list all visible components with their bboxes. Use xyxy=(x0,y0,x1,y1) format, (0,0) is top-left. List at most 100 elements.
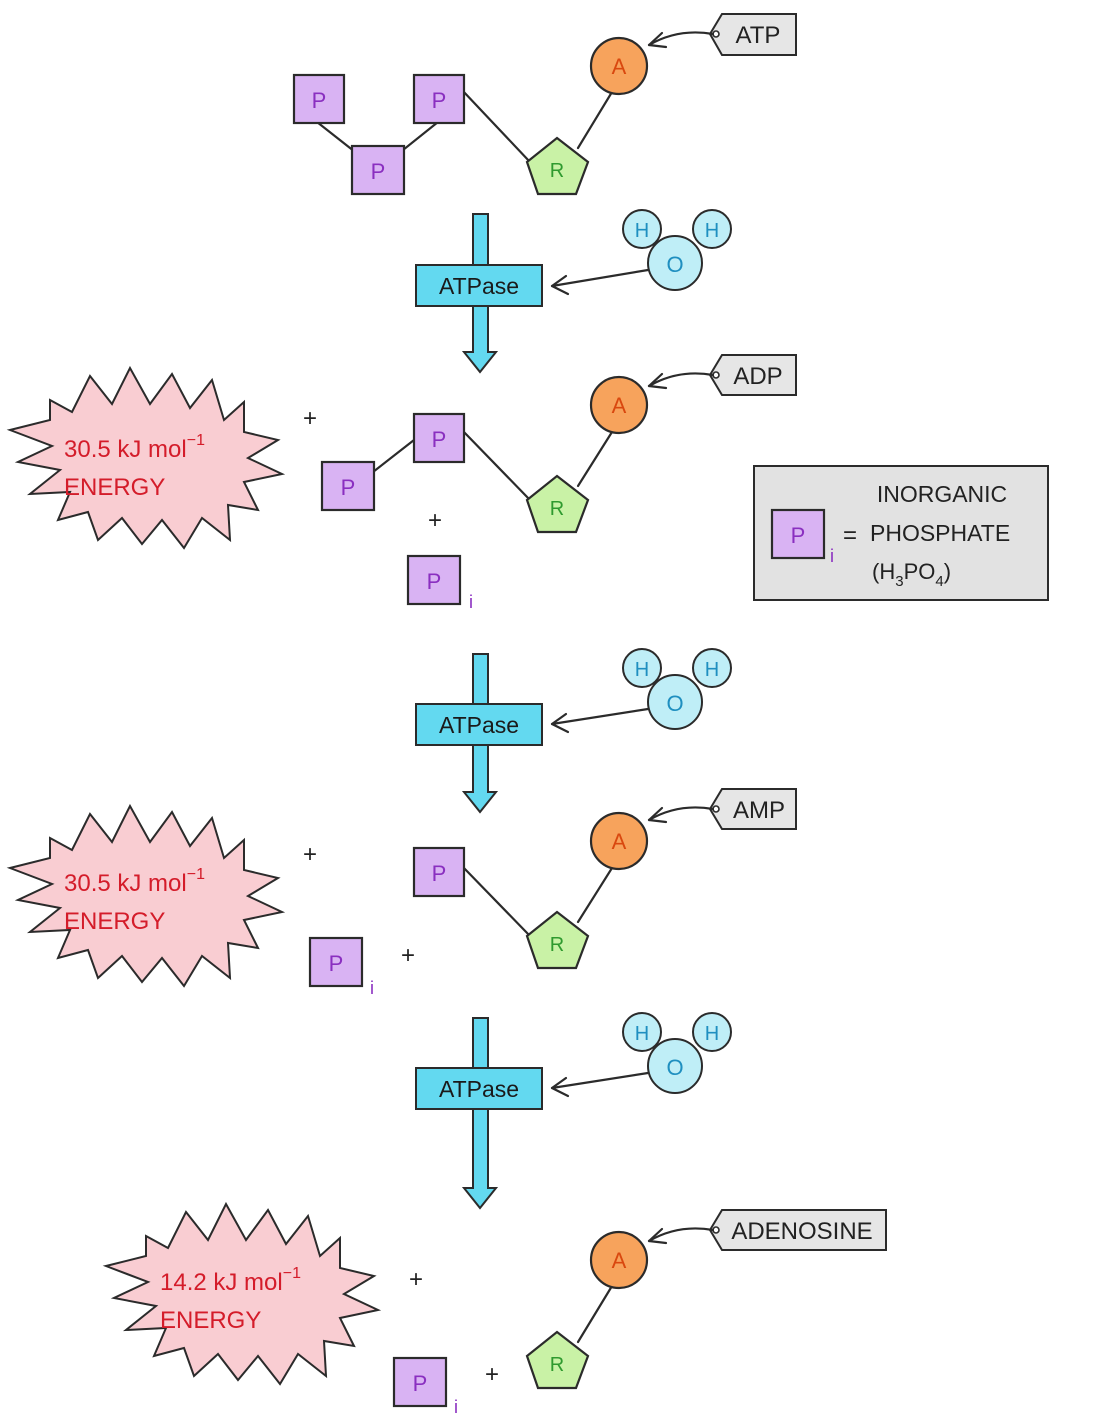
adenosine-label: ADENOSINE xyxy=(731,1218,872,1245)
atpase-enzyme: ATPase xyxy=(415,703,543,746)
adenine-label: A xyxy=(612,54,627,79)
adp-label: ADP xyxy=(733,363,782,390)
arrowhead xyxy=(647,372,668,390)
plus-sign: + xyxy=(428,507,442,534)
hydrogen-label: H xyxy=(705,659,719,681)
amp-label: AMP xyxy=(733,797,785,824)
adenine-base: A xyxy=(589,375,649,435)
adenine-base: A xyxy=(589,811,649,871)
equals-sign: = xyxy=(843,522,857,549)
ribose-label: R xyxy=(550,498,564,520)
bond-line xyxy=(576,430,614,488)
inorganic-phosphate: P i xyxy=(308,936,374,998)
phosphate-label: P xyxy=(432,88,447,113)
ribose-sugar: R xyxy=(525,136,590,196)
energy-value: 30.5 kJ mol−1 xyxy=(64,432,205,463)
pointer-arrow xyxy=(647,31,715,47)
reaction-arrow xyxy=(461,1017,499,1210)
ribose-sugar: R xyxy=(525,910,590,970)
energy-burst-2: 30.5 kJ mol−1 ENERGY xyxy=(6,803,286,988)
key-formula: (H3PO4) xyxy=(872,559,951,590)
phosphate-label: P xyxy=(341,475,356,500)
bond-line xyxy=(460,864,532,938)
phosphate-label: P xyxy=(427,569,442,594)
phosphate-group: P xyxy=(350,144,406,196)
energy-value: 30.5 kJ mol−1 xyxy=(64,866,205,897)
bond-line xyxy=(576,866,614,924)
hydrolysis-step-2: ATPase H H O xyxy=(415,648,732,814)
hydrolysis-step-3: ATPase H H O xyxy=(415,1012,732,1210)
bond-line xyxy=(460,88,532,164)
atpase-enzyme: ATPase xyxy=(415,264,543,307)
plus-sign: + xyxy=(303,841,317,868)
energy-burst-1: 30.5 kJ mol−1 ENERGY xyxy=(6,365,286,550)
adp-molecule: P P R A ADP xyxy=(320,354,797,534)
atp-tag: ATP xyxy=(708,13,797,56)
phosphate-group: P xyxy=(320,460,376,512)
adenine-label: A xyxy=(612,829,627,854)
adenine-label: A xyxy=(612,1248,627,1273)
bond-line xyxy=(371,438,416,474)
adenosine-tag: ADENOSINE xyxy=(708,1209,887,1251)
ribose-sugar: R xyxy=(525,1330,590,1390)
inorganic-subscript: i xyxy=(454,1397,458,1417)
plus-sign: + xyxy=(485,1361,499,1388)
ribose-label: R xyxy=(550,1354,564,1376)
inorganic-phosphate: P i xyxy=(392,1356,458,1417)
oxygen-label: O xyxy=(666,1055,683,1080)
pointer-arrow xyxy=(647,1227,715,1243)
atpase-enzyme: ATPase xyxy=(415,1067,543,1110)
energy-label: ENERGY xyxy=(160,1307,261,1334)
pointer-arrow xyxy=(647,372,715,388)
amp-tag: AMP xyxy=(708,788,797,830)
bond-line xyxy=(460,428,532,502)
arrowhead xyxy=(647,31,668,49)
adenine-base: A xyxy=(589,36,649,96)
hydrogen-label: H xyxy=(635,659,649,681)
inorganic-subscript: i xyxy=(830,546,834,566)
enzyme-label: ATPase xyxy=(439,273,519,299)
arrowhead xyxy=(550,712,570,734)
phosphate-group: P xyxy=(412,73,466,125)
atp-label: ATP xyxy=(736,22,781,49)
adenine-label: A xyxy=(612,393,627,418)
energy-value: 14.2 kJ mol−1 xyxy=(160,1265,301,1296)
oxygen-label: O xyxy=(666,252,683,277)
phosphate-label: P xyxy=(791,523,806,548)
energy-label: ENERGY xyxy=(64,474,165,501)
hydrogen-label: H xyxy=(705,220,719,242)
ribose-label: R xyxy=(550,160,564,182)
bond-line xyxy=(576,1284,614,1344)
arrowhead xyxy=(647,1227,668,1245)
hydrogen-label: H xyxy=(705,1023,719,1045)
enzyme-label: ATPase xyxy=(439,1076,519,1102)
inorganic-subscript: i xyxy=(370,978,374,998)
phosphate-label: P xyxy=(371,159,386,184)
arrowhead xyxy=(647,806,668,824)
inorganic-subscript: i xyxy=(469,592,473,612)
phosphate-group: P xyxy=(412,412,466,464)
water-molecule: H H O xyxy=(622,1012,732,1094)
plus-sign: + xyxy=(409,1266,423,1293)
phosphate-label: P xyxy=(432,861,447,886)
hydrogen-label: H xyxy=(635,220,649,242)
atp-molecule: P P P R A ATP xyxy=(292,13,797,196)
enzyme-label: ATPase xyxy=(439,712,519,738)
water-arrow xyxy=(550,268,650,288)
oxygen-label: O xyxy=(666,691,683,716)
phosphate-label: P xyxy=(413,1371,428,1396)
adenosine-molecule: R A ADENOSINE xyxy=(525,1209,887,1390)
phosphate-group: P xyxy=(292,73,346,125)
hydrolysis-step-1: ATPase H H O xyxy=(415,209,732,374)
key-line-1: INORGANIC xyxy=(877,481,1007,507)
hydrogen-label: H xyxy=(635,1023,649,1045)
water-arrow xyxy=(550,707,650,726)
water-arrow xyxy=(550,1071,650,1090)
amp-molecule: P R A AMP xyxy=(412,788,797,970)
phosphate-label: P xyxy=(329,951,344,976)
phosphate-label: P xyxy=(432,427,447,452)
inorganic-phosphate: P i xyxy=(406,554,473,612)
key-line-2: PHOSPHATE xyxy=(870,520,1010,546)
plus-sign: + xyxy=(303,405,317,432)
